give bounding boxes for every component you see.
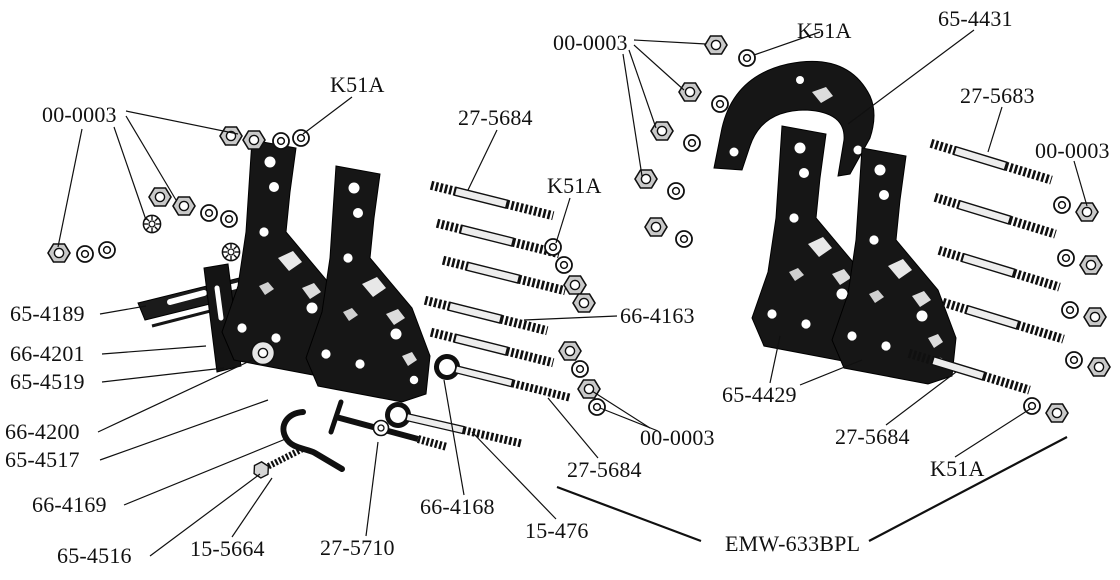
washer-part — [220, 210, 238, 228]
washer-part — [675, 230, 693, 248]
nut-part — [1087, 357, 1111, 377]
washer-part — [683, 134, 701, 152]
washer-part — [200, 204, 218, 222]
stud-part — [430, 328, 554, 366]
nut-part — [1045, 403, 1069, 423]
nut-part — [572, 293, 596, 313]
stud-part — [430, 181, 554, 219]
washer-part — [738, 49, 756, 67]
nut-part — [644, 217, 668, 237]
nut-part — [678, 82, 702, 102]
washer-part — [1065, 351, 1083, 369]
washer-part — [292, 129, 310, 147]
part-label-27-5683: 27-5683 — [960, 83, 1035, 108]
part-label-washer-1: K51A — [330, 72, 385, 97]
nut-part — [1079, 255, 1103, 275]
stud-part — [436, 219, 560, 257]
part-label-65-4516: 65-4516 — [57, 543, 132, 568]
washer-part — [1061, 301, 1079, 319]
part-label-66-4201: 66-4201 — [10, 341, 85, 366]
star-washer-part — [142, 214, 162, 234]
nut-part — [1083, 307, 1107, 327]
nut-part — [242, 130, 266, 150]
part-label-washer-4: K51A — [930, 456, 985, 481]
kit-label: EMW-633BPL — [725, 531, 861, 556]
hook-66-4169-part — [280, 409, 345, 472]
part-label-65-4189: 65-4189 — [10, 301, 85, 326]
washer-part — [667, 182, 685, 200]
part-label-66-4163: 66-4163 — [620, 303, 695, 328]
part-label-washer-3: K51A — [797, 18, 852, 43]
washer-part — [1053, 196, 1071, 214]
bracket-65-4431-part — [713, 60, 875, 177]
part-label-nut-2: 00-0003 — [640, 425, 715, 450]
part-label-66-4168: 66-4168 — [420, 494, 495, 519]
washer-part — [711, 95, 729, 113]
part-label-stud5684-1: 27-5684 — [458, 105, 533, 130]
part-label-27-5710: 27-5710 — [320, 535, 395, 560]
leader-lines — [57, 29, 1088, 557]
stud-part — [934, 193, 1057, 237]
kit-brace — [556, 436, 1068, 543]
part-label-66-4169: 66-4169 — [32, 492, 107, 517]
part-label-15-476: 15-476 — [525, 518, 589, 543]
left-assembly — [47, 126, 606, 480]
part-label-66-4200: 66-4200 — [5, 419, 80, 444]
star-washer-part — [221, 242, 241, 262]
part-label-65-4429: 65-4429 — [722, 382, 797, 407]
part-label-stud5684-3: 27-5684 — [835, 424, 910, 449]
part-label-15-5664: 15-5664 — [190, 536, 265, 561]
nut-part — [704, 35, 728, 55]
nut-part — [634, 169, 658, 189]
washer-part — [272, 132, 290, 150]
part-label-nut-1: 00-0003 — [42, 102, 117, 127]
stud-part — [442, 256, 566, 294]
stud-part — [938, 246, 1061, 290]
washer-part — [555, 256, 573, 274]
nut-part — [47, 243, 71, 263]
washer-part — [588, 398, 606, 416]
part-label-washer-2: K51A — [547, 173, 602, 198]
washer-part — [544, 238, 562, 256]
washer-part — [76, 245, 94, 263]
stud-part — [424, 296, 548, 334]
right-assembly — [634, 35, 1111, 423]
nut-part — [563, 275, 587, 295]
part-label-stud5684-2: 27-5684 — [567, 457, 642, 482]
stud-part — [942, 298, 1065, 342]
nut-part — [577, 379, 601, 399]
washer-part — [98, 241, 116, 259]
part-label-65-4431: 65-4431 — [938, 6, 1013, 31]
washer-part — [571, 360, 589, 378]
nut-part — [148, 187, 172, 207]
part-label-65-4519: 65-4519 — [10, 369, 85, 394]
part-label-nut-4: 00-0003 — [1035, 138, 1110, 163]
nut-part — [219, 126, 243, 146]
nut-part — [558, 341, 582, 361]
part-label-65-4517: 65-4517 — [5, 447, 80, 472]
part-label-nut-3: 00-0003 — [553, 30, 628, 55]
fastener-cluster-mid-right — [544, 238, 606, 416]
pin-27-5710-part — [328, 399, 449, 451]
washer-part — [1057, 249, 1075, 267]
